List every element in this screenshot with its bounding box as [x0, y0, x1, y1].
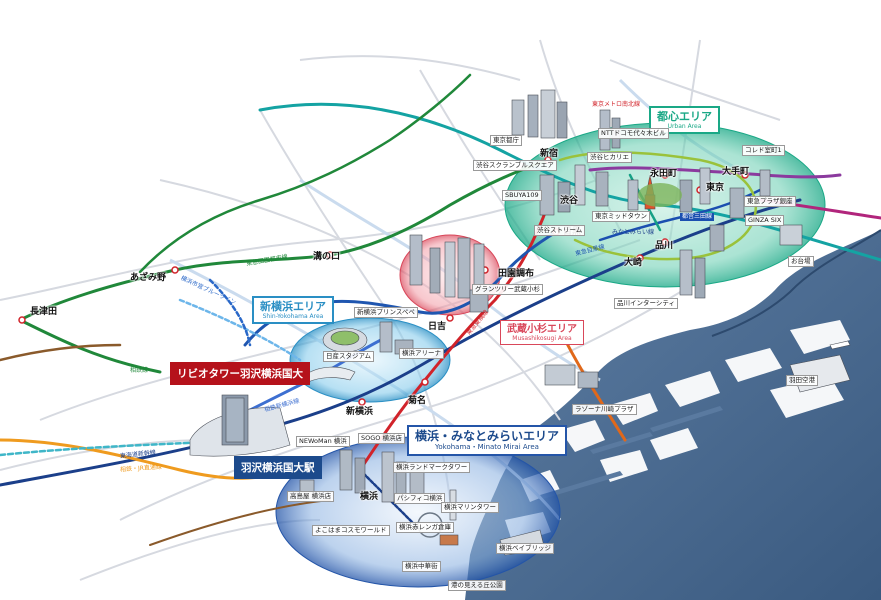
landmark-renga: 横浜赤レンガ倉庫 [396, 522, 454, 533]
landmark-cosmo: よこはまコスモワールド [312, 525, 390, 536]
minatomirai-area-jp: 横浜・みなとみらいエリア [415, 429, 560, 443]
line-label-mita: 都営三田線 [680, 213, 715, 221]
musashikosugi-area-jp: 武蔵小杉エリア [507, 324, 577, 335]
landmark-ntt: NTTドコモ代々木ビル [598, 128, 669, 139]
line-purple [588, 166, 842, 179]
landmark-tocho: 東京都庁 [490, 135, 522, 146]
shinyokohama-area-en: Shin-Yokohama Area [262, 313, 324, 321]
landmark-stadium: 日産スタジアム [323, 351, 375, 362]
landmark-pacifico: パシフィコ横浜 [394, 493, 446, 504]
landmark-takashimaya: 高島屋 横浜店 [287, 491, 335, 502]
landmark-minatonomieru: 港の見える丘公園 [448, 580, 506, 591]
line-aqua-dash [0, 440, 212, 457]
station-tag: 羽沢横浜国大駅 [234, 456, 322, 479]
line-green-lower [18, 318, 162, 374]
landmark-grandtree: グランツリー武蔵小杉 [472, 284, 543, 295]
landmark-shibuya109: SBUYA109 [502, 190, 542, 201]
tower-tag: リビオタワー羽沢横浜国大 [170, 362, 310, 385]
line-brown-2 [149, 499, 331, 546]
line-label-sotetsu: 相鉄線 [130, 367, 149, 374]
shinyokohama-area-jp: 新横浜エリア [260, 300, 326, 313]
bay-inner-shore [711, 229, 881, 337]
musashikosugi-buildings [409, 234, 489, 313]
station-shibuya: 渋谷 [560, 196, 579, 206]
station-shinyokohama: 新横浜 [346, 407, 374, 417]
landmark-hikarie: 渋谷ヒカリエ [587, 152, 632, 163]
musashikosugi-area-en: Musashikosugi Area [512, 335, 572, 342]
station-denenchofu: 田園調布 [498, 269, 535, 279]
station-azamino: あざみ野 [130, 273, 167, 283]
line-denentoshi [18, 158, 550, 322]
station-nagatsuta: 長津田 [30, 307, 58, 317]
minatomirai-area-label: 横浜・みなとみらいエリア Yokohama・Minato Mirai Area [407, 425, 568, 456]
landmark-baybridge: 横浜ベイブリッジ [496, 543, 554, 554]
station-yokohama: 横浜 [360, 492, 379, 502]
landmark-marine: 横浜マリンタワー [441, 502, 499, 513]
line-label-nanboku: 東京メトロ南北線 [592, 101, 641, 108]
station-shinagawa: 品川 [655, 241, 674, 251]
landmark-odaiba: お台場 [788, 256, 814, 267]
urban-area-jp: 都心エリア [657, 110, 712, 123]
musashikosugi-area-label: 武蔵小杉エリア Musashikosugi Area [500, 320, 584, 346]
station-kikuna: 菊名 [408, 396, 427, 406]
minatomirai-area-en: Yokohama・Minato Mirai Area [435, 443, 539, 452]
landmark-chinatown: 横浜中華街 [402, 561, 441, 572]
lazona-buildings [544, 364, 599, 389]
landmark-newoman: NEWoMan 横浜 [296, 436, 350, 447]
hazawa-tower-building [189, 394, 291, 457]
landmark-midtown: 東京ミッドタウン [592, 211, 650, 222]
imperial-palace-park [638, 183, 682, 207]
station-hiyoshi: 日吉 [428, 322, 447, 332]
line-kodomo [138, 73, 472, 274]
line-lightblue [178, 298, 302, 362]
urban-area-label: 都心エリア Urban Area [649, 106, 720, 135]
urban-area-en: Urban Area [667, 123, 702, 131]
landmark-lazona: ラゾーナ川崎プラザ [572, 404, 637, 415]
line-brown [0, 343, 122, 362]
landmark-stream: 渋谷ストリーム [534, 225, 586, 236]
landmark-intercity: 品川インターシティ [614, 298, 678, 309]
line-yamanote [558, 151, 757, 261]
shinyokohama-area-label: 新横浜エリア Shin-Yokohama Area [252, 296, 334, 325]
landmark-scramble: 渋谷スクランブルスクエア [473, 160, 557, 171]
landmark-arena: 横浜アリーナ [399, 348, 444, 359]
line-blueline [208, 278, 252, 347]
station-osaki: 大崎 [624, 258, 643, 268]
water-channels [540, 406, 723, 499]
station-nagatacho: 永田町 [650, 169, 678, 179]
landmark-haneda: 羽田空港 [786, 375, 818, 386]
line-label-minatomirai: みなとみらい線 [612, 229, 655, 236]
station-mizonokuchi: 溝の口 [313, 252, 341, 262]
station-tokyo: 東京 [706, 183, 725, 193]
tokyo-bay [465, 230, 881, 600]
station-shinjuku: 新宿 [540, 149, 559, 159]
landmark-ginzasix: GINZA SIX [745, 215, 785, 226]
station-otemachi: 大手町 [722, 167, 750, 177]
landmark-sogo: SOGO 横浜店 [358, 433, 405, 444]
landmark-coredo: コレド室町1 [742, 145, 785, 156]
landmark-landmark: 横浜ランドマークタワー [393, 462, 471, 473]
landmark-plaza: 東急プラザ銀座 [744, 196, 796, 207]
landmark-prince: 新横浜プリンスペペ [354, 307, 418, 318]
